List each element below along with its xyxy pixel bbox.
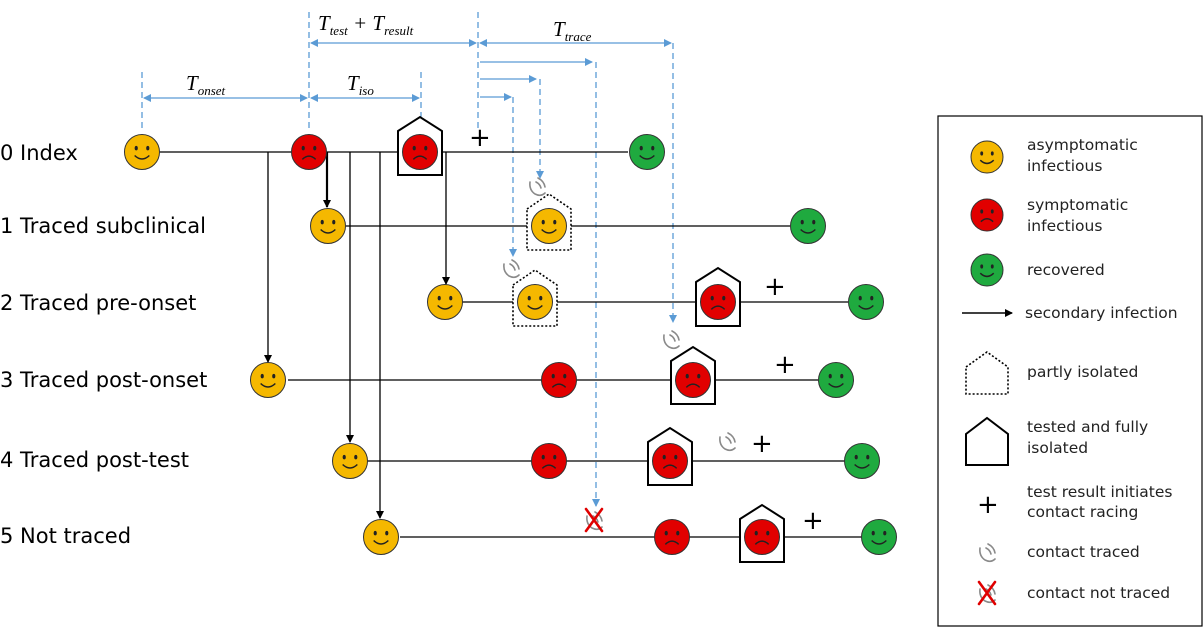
row-labels: 0 Index 1 Traced subclinical 2 Traced pr… [0,141,207,548]
face-index-recovered [629,134,665,170]
face-row3-isolated [675,362,711,398]
face-row4-asymptomatic [332,443,368,479]
face-row5-symptomatic [654,519,690,555]
infection-arrows [264,152,450,519]
row-label-not-traced: 5 Not traced [0,524,131,548]
face-row2-recovered [848,284,884,320]
legend-house-icon [965,416,1009,466]
test-result-plus-index: + [469,123,491,153]
face-row5-asymptomatic [363,519,399,555]
legend-symptomatic-face-icon [970,198,1004,232]
interval-guides [141,12,677,507]
face-index-asymptomatic [124,134,160,170]
phone-icon-row4 [719,432,736,452]
legend-phone-crossed-icon [977,580,997,606]
face-row1-partly-isolated [531,208,567,244]
test-result-plus-row4: + [751,429,773,459]
row-label-index: 0 Index [0,141,78,165]
face-row2-asymptomatic [427,284,463,320]
legend-label-recovered: recovered [1027,261,1105,279]
phone-icon-row1 [529,177,546,197]
face-row1-recovered [790,208,826,244]
legend-label-contact-traced: contact traced [1027,543,1140,561]
legend-dotted-house-icon [965,351,1009,395]
legend-asymptomatic-face-icon [970,140,1004,174]
face-row1-asymptomatic [310,208,346,244]
interval-label-test-result: Ttest + Tresult [318,11,414,38]
phones [503,177,736,533]
interval-label-trace: Ttrace [553,17,592,44]
row-label-traced-post-onset: 3 Traced post-onset [0,368,207,392]
face-row4-recovered [844,443,880,479]
row-label-traced-post-test: 4 Traced post-test [0,448,189,472]
interval-label-iso: Tiso [347,71,374,98]
face-row4-symptomatic [531,443,567,479]
interval-labels: Tonset Tiso Ttest + Tresult Ttrace [186,11,592,98]
phone-crossed-icon-row5 [584,507,604,533]
houses [397,115,785,563]
face-row3-asymptomatic [250,362,286,398]
face-row5-isolated [744,519,780,555]
faces [124,134,897,555]
face-index-isolated [402,134,438,170]
test-result-plus-row2: + [764,272,786,302]
face-row3-recovered [818,362,854,398]
face-row5-recovered [861,519,897,555]
timelines [160,151,862,538]
face-row2-partly-isolated [517,284,553,320]
face-index-symptomatic [291,134,327,170]
phone-icon-row2 [503,259,520,279]
legend-label-secondary-infection: secondary infection [1025,304,1178,322]
legend-icons [970,140,1004,287]
row-label-traced-subclinical: 1 Traced subclinical [0,214,206,238]
legend-recovered-face-icon [970,253,1004,287]
legend-label-partly-isolated: partly isolated [1027,363,1138,381]
legend-label-contact-not-traced: contact not traced [1027,584,1170,602]
legend-phone-icon [979,543,996,563]
face-row2-isolated [700,284,736,320]
face-row4-isolated [652,443,688,479]
test-result-plus-row3: + [774,350,796,380]
legend-plus-icon: + [977,490,999,520]
test-result-plus-row5: + [802,506,824,536]
interval-label-onset: Tonset [186,71,226,98]
row-label-traced-pre-onset: 2 Traced pre-onset [0,291,196,315]
face-row3-symptomatic [541,362,577,398]
phone-icon-row3 [663,330,680,350]
plus-signs: + + + + + [469,123,824,536]
